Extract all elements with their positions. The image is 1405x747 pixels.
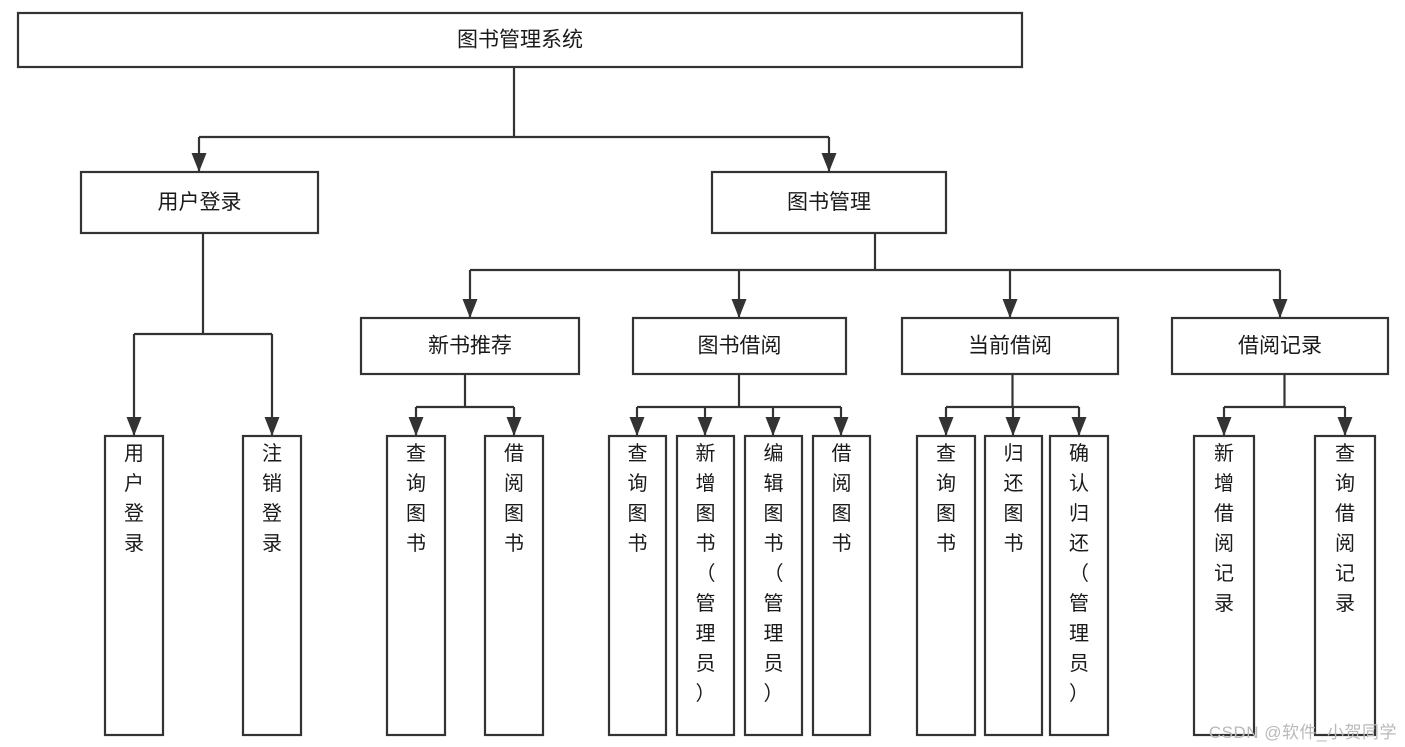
node-leaf-borrow-book[interactable]: 借阅图书	[811, 434, 872, 737]
node-root[interactable]: 图书管理系统	[16, 11, 1024, 69]
node-leaf-query-book-cur[interactable]: 查询图书	[915, 434, 977, 737]
node-label: 编辑图书（管理员）	[764, 442, 784, 705]
node-label: 查询图书	[406, 442, 426, 555]
node-label: 新增图书（管理员）	[696, 442, 716, 705]
node-leaf-query-record[interactable]: 查询借阅记录	[1313, 434, 1377, 737]
connector-recommend-to-leaves	[408, 374, 522, 436]
node-current-borrow[interactable]: 当前借阅	[900, 316, 1120, 376]
node-leaf-logout[interactable]: 注销登录	[241, 434, 303, 737]
node-leaf-return-book[interactable]: 归还图书	[983, 434, 1044, 737]
node-book-borrow[interactable]: 图书借阅	[631, 316, 848, 376]
node-label: 图书管理	[787, 191, 871, 214]
node-label: 图书管理系统	[457, 29, 583, 52]
connector-current-to-leaves	[938, 374, 1087, 436]
node-label: 借阅记录	[1238, 335, 1322, 358]
node-label: 查询图书	[628, 442, 648, 555]
node-label: 确认归还（管理员）	[1069, 442, 1089, 705]
node-book-manage[interactable]: 图书管理	[710, 170, 948, 235]
node-leaf-query-book-rec[interactable]: 查询图书	[385, 434, 447, 737]
node-label: 用户登录	[158, 191, 242, 214]
node-leaf-borrow-book-rec[interactable]: 借阅图书	[483, 434, 545, 737]
node-borrow-record[interactable]: 借阅记录	[1170, 316, 1390, 376]
node-new-book-recommend[interactable]: 新书推荐	[359, 316, 581, 376]
node-leaf-edit-book[interactable]: 编辑图书（管理员）	[743, 434, 804, 737]
node-label: 新书推荐	[428, 335, 512, 358]
node-layer: 图书管理系统用户登录图书管理新书推荐图书借阅当前借阅借阅记录用户登录注销登录查询…	[16, 11, 1390, 737]
node-label: 用户登录	[124, 443, 144, 555]
connector-borrow-to-leaves	[629, 374, 849, 436]
node-leaf-add-book[interactable]: 新增图书（管理员）	[675, 434, 736, 737]
node-label: 图书借阅	[698, 335, 782, 358]
node-label: 归还图书	[1004, 442, 1024, 555]
connector-record-to-leaves	[1216, 374, 1353, 436]
node-label: 查询借阅记录	[1335, 442, 1355, 615]
node-label: 注销登录	[262, 442, 282, 555]
connector-book-manage-to-level3	[462, 233, 1288, 318]
node-label: 查询图书	[936, 442, 956, 555]
node-label: 新增借阅记录	[1214, 442, 1234, 615]
connector-user-login-to-leaves	[126, 233, 280, 436]
node-label: 借阅图书	[832, 442, 852, 555]
node-leaf-confirm-return[interactable]: 确认归还（管理员）	[1048, 434, 1110, 737]
connector-layer	[126, 67, 1353, 436]
node-leaf-add-record[interactable]: 新增借阅记录	[1192, 434, 1256, 737]
node-label: 借阅图书	[504, 442, 524, 555]
node-user-login[interactable]: 用户登录	[79, 170, 320, 235]
node-label: 当前借阅	[968, 335, 1052, 358]
node-leaf-query-book-borrow[interactable]: 查询图书	[607, 434, 668, 737]
node-leaf-user-login[interactable]: 用户登录	[103, 434, 165, 737]
connector-root-to-level2	[191, 67, 837, 172]
